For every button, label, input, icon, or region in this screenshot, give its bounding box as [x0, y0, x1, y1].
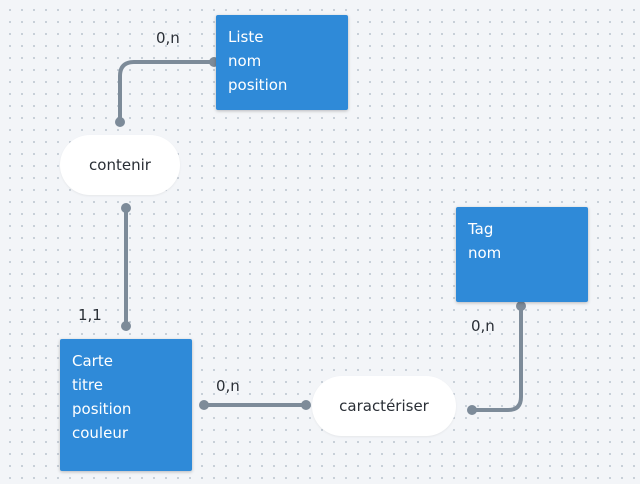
relation-caracteriser-label: caractériser [339, 397, 429, 415]
entity-tag-title: Tag [468, 220, 494, 238]
edge-endpoint [199, 400, 209, 410]
edge-endpoint [121, 203, 131, 213]
edge-endpoint [301, 400, 311, 410]
cardinality-contenir-liste: 0,n [156, 29, 180, 47]
cardinality-contenir-carte: 1,1 [78, 306, 102, 324]
relation-caracteriser[interactable]: caractériser [312, 376, 456, 436]
edge-endpoint [467, 405, 477, 415]
entity-carte-attr-position: position [72, 400, 132, 418]
entity-tag-attr-nom: nom [468, 244, 502, 262]
entity-liste[interactable]: Liste nom position [216, 15, 348, 110]
entity-carte-title: Carte [72, 352, 113, 370]
entity-carte-attr-couleur: couleur [72, 424, 129, 442]
entity-carte-attr-titre: titre [72, 376, 103, 394]
edge-caracteriser-tag [470, 304, 523, 412]
relation-contenir[interactable]: contenir [60, 135, 180, 195]
edge-endpoint [115, 117, 125, 127]
cardinality-caracteriser-tag: 0,n [471, 317, 495, 335]
edge-endpoint [516, 301, 526, 311]
entity-tag[interactable]: Tag nom [456, 207, 588, 302]
entity-carte[interactable]: Carte titre position couleur [60, 339, 192, 471]
cardinality-caracteriser-carte: 0,n [216, 377, 240, 395]
entity-liste-title: Liste [228, 28, 264, 46]
edge-contenir-liste [118, 60, 216, 124]
entity-liste-attr-position: position [228, 76, 288, 94]
relation-contenir-label: contenir [89, 156, 151, 174]
edge-endpoint [121, 321, 131, 331]
entity-liste-attr-nom: nom [228, 52, 262, 70]
